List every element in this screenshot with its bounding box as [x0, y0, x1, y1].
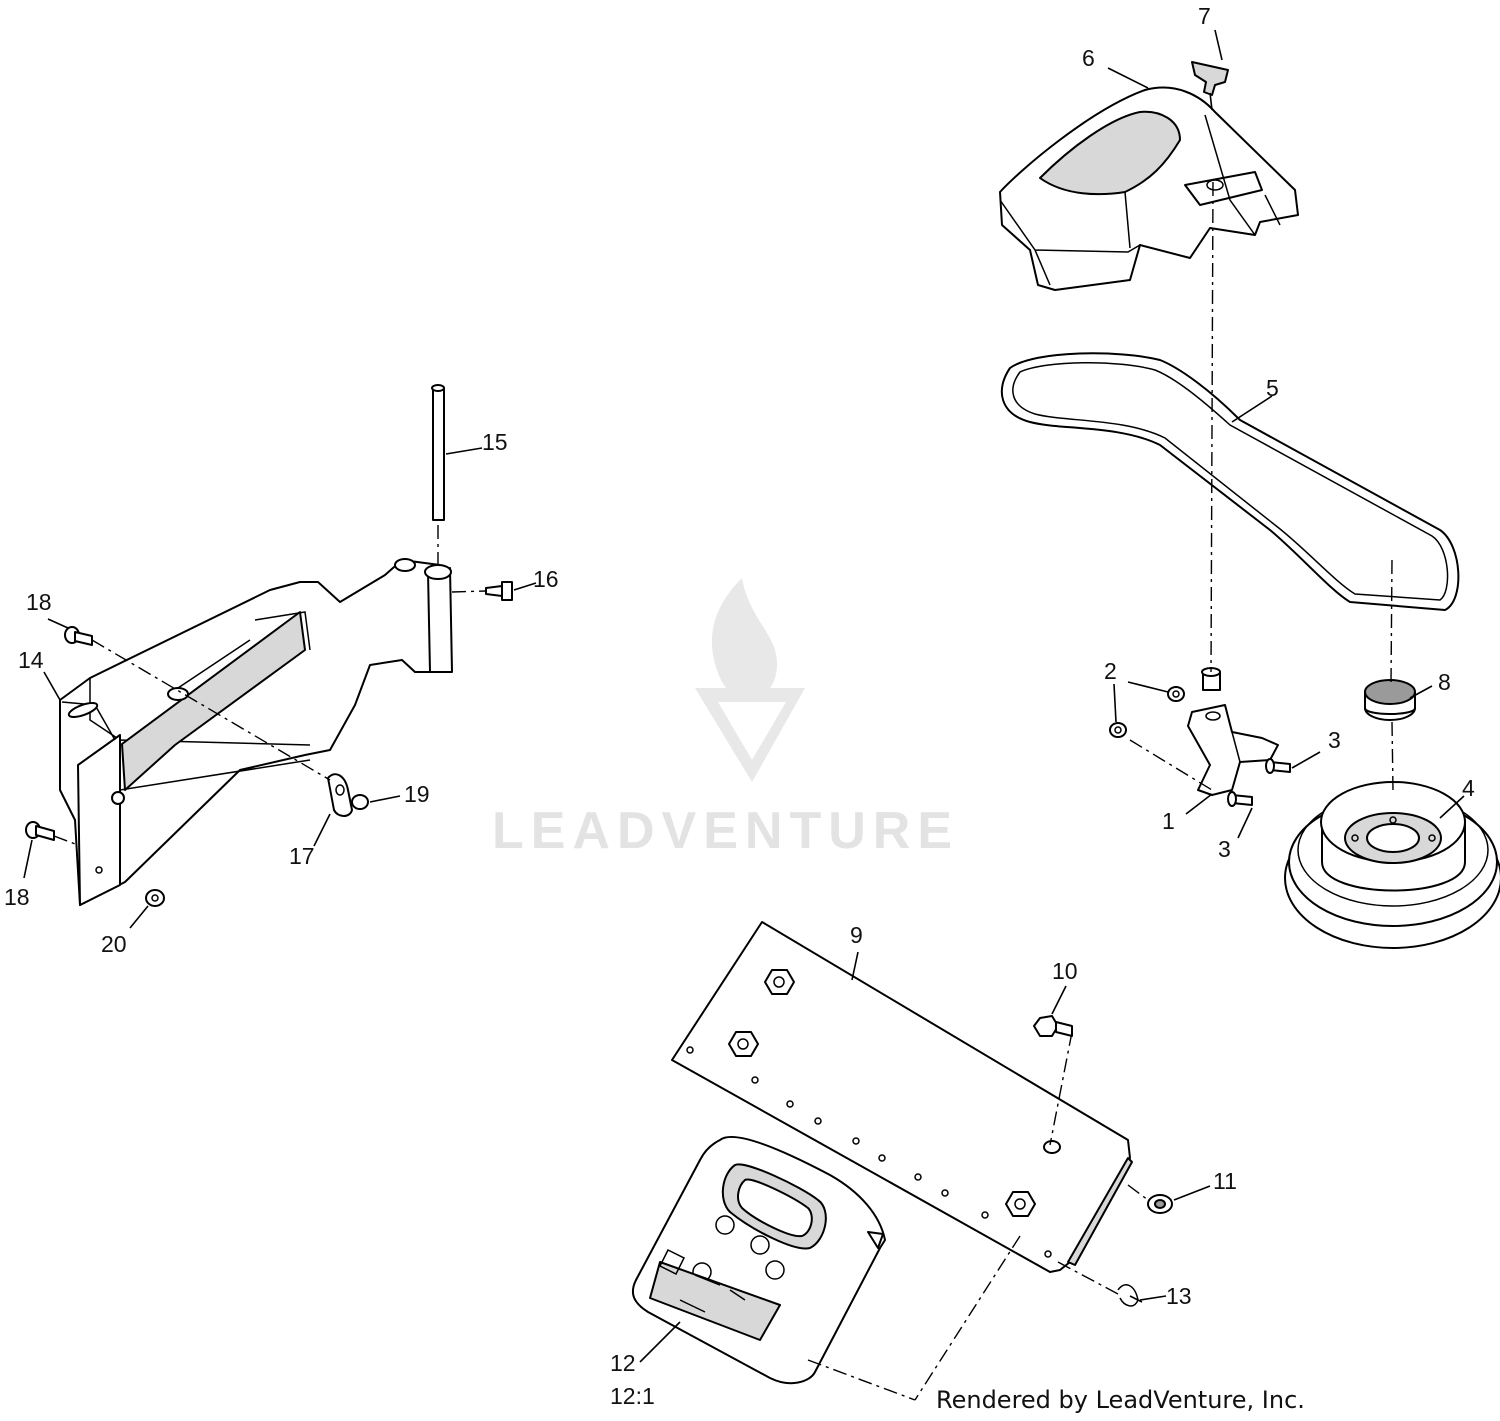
leadventure-flame-logo [695, 578, 805, 782]
callout-1: 1 [1162, 808, 1175, 834]
callout-labels: 7 6 5 2 8 3 4 1 3 9 10 11 13 12 12:1 15 … [4, 3, 1475, 1409]
callout-3b: 3 [1218, 836, 1231, 862]
leadventure-watermark: LEADVENTURE [492, 578, 959, 860]
callout-18a: 18 [26, 589, 52, 615]
part-15-pin [431, 384, 445, 521]
callout-6: 6 [1082, 45, 1095, 71]
console-logo [692, 1215, 785, 1282]
part-19-nut [351, 794, 369, 810]
part-3-bolt-right [1265, 758, 1291, 774]
callout-14: 14 [18, 647, 44, 673]
plate-hex-nut-2 [728, 1031, 759, 1057]
callout-18b: 18 [4, 884, 30, 910]
callout-20: 20 [101, 931, 127, 957]
part-17-plate [327, 773, 353, 817]
part-10-bolt [1033, 1015, 1073, 1037]
part-12-control-console [631, 1135, 886, 1385]
console-decal [649, 1248, 781, 1341]
rendered-by-credit: Rendered by LeadVenture, Inc. [936, 1386, 1305, 1414]
callout-19: 19 [404, 781, 430, 807]
callout-2: 2 [1104, 658, 1117, 684]
part-4-pulley [1284, 781, 1500, 949]
part-2-nut-upper [1167, 686, 1185, 702]
watermark-text: LEADVENTURE [492, 802, 959, 860]
callout-9: 9 [850, 922, 863, 948]
part-6-belt-cover [999, 86, 1299, 291]
callout-13: 13 [1166, 1283, 1192, 1309]
callout-5: 5 [1266, 375, 1279, 401]
part-18-bolt-lower [25, 821, 55, 841]
part-18-bolt-upper [64, 626, 93, 646]
callout-8: 8 [1438, 669, 1451, 695]
callout-3a: 3 [1328, 727, 1341, 753]
plate-hex-nut-3 [1005, 1191, 1036, 1217]
plate-holes [686, 1046, 1052, 1258]
callout-12: 12 [610, 1350, 636, 1376]
callout-10: 10 [1052, 958, 1078, 984]
callout-7: 7 [1198, 3, 1211, 29]
part-1-idler-bracket [1187, 704, 1279, 796]
part-5-belt [1000, 352, 1460, 611]
callout-15: 15 [482, 429, 508, 455]
part-8-pulley-cap [1364, 679, 1416, 721]
part-2-nut-lower [1109, 722, 1127, 738]
callout-16: 16 [533, 566, 559, 592]
callout-leaders [23, 29, 1465, 1363]
part-13-clip [1117, 1284, 1143, 1307]
part-7-knob [1191, 61, 1229, 111]
callout-11: 11 [1213, 1168, 1237, 1194]
part-3-bolt-lower [1227, 791, 1253, 807]
part-9-mount-plate [671, 921, 1133, 1273]
callout-17: 17 [289, 843, 315, 869]
callout-12-scale: 12:1 [610, 1383, 655, 1409]
part-16-screw [485, 581, 513, 601]
callout-4: 4 [1462, 775, 1475, 801]
plate-hex-nut-1 [764, 969, 795, 995]
part-20-nut [145, 889, 165, 907]
assembly-centerlines [53, 181, 1394, 1401]
part-11-washer [1147, 1194, 1173, 1214]
